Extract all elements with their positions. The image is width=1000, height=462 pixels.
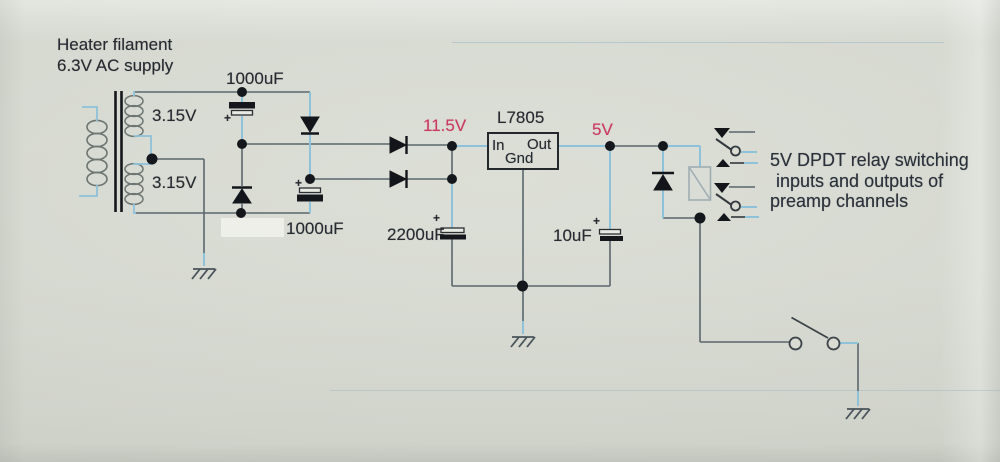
cap1-value-label: 1000uF xyxy=(226,69,284,88)
regulator-pin-gnd: Gnd xyxy=(505,150,534,167)
cap3-value-label: 2200uF xyxy=(387,225,445,244)
heater-note-line2: 6.3V AC supply xyxy=(57,56,174,75)
ground-symbol-switch xyxy=(845,408,871,420)
secondary-coil-1 xyxy=(124,94,144,138)
secondary-coil-2 xyxy=(124,162,144,206)
testpoint-regulated-voltage: 5V xyxy=(592,120,613,139)
junction-dots xyxy=(146,87,706,292)
relay-note-line1: 5V DPDT relay switching xyxy=(770,150,969,170)
wires-blue xyxy=(203,92,859,406)
capacitor-c3-2200uf xyxy=(440,227,466,240)
wires-gray xyxy=(134,91,859,391)
diode-d2-down xyxy=(300,116,320,135)
capacitor-c4-10uf xyxy=(598,228,623,241)
cap2-polarity-mark: + xyxy=(295,176,303,190)
transformer-core xyxy=(114,91,123,212)
cap4-value-label: 10uF xyxy=(553,226,592,245)
whiteout-patch xyxy=(221,218,284,237)
relay-note-line2: inputs and outputs of xyxy=(776,171,944,191)
diode-d1-up xyxy=(232,144,252,213)
diode-d3-right xyxy=(389,136,408,154)
cap2-value-label: 1000uF xyxy=(286,219,344,238)
cap1-polarity-mark: + xyxy=(224,111,232,125)
diode-d5-flyback xyxy=(652,171,674,191)
ground-symbol-regulator xyxy=(510,336,536,348)
primary-leads xyxy=(79,106,98,197)
regulator-part-label: L7805 xyxy=(497,108,545,127)
regulator-pin-out: Out xyxy=(527,136,552,153)
winding2-voltage-label: 3.15V xyxy=(152,173,197,192)
diode-d4-right xyxy=(389,170,408,188)
relay-contacts-pole1 xyxy=(714,128,758,167)
winding1-voltage-label: 3.15V xyxy=(152,106,197,125)
testpoint-rectified-voltage: 11.5V xyxy=(423,116,467,135)
ground-symbol-centre-tap xyxy=(191,268,217,280)
cap4-polarity-mark: + xyxy=(593,214,601,228)
transformer-symbol xyxy=(79,91,153,214)
capacitor-c2-1000uf xyxy=(297,187,323,202)
primary-coil xyxy=(86,119,108,187)
regulator-box xyxy=(487,132,559,170)
power-switch xyxy=(788,316,841,351)
heater-note-line1: Heater filament xyxy=(57,35,173,54)
regulator-pin-in: In xyxy=(492,137,505,154)
capacitor-c1-1000uf xyxy=(229,102,255,116)
cap3-polarity-mark: + xyxy=(433,211,441,225)
relay-note-line3: preamp channels xyxy=(770,191,909,211)
relay-contacts-pole2 xyxy=(714,183,759,221)
relay-coil xyxy=(688,166,712,201)
